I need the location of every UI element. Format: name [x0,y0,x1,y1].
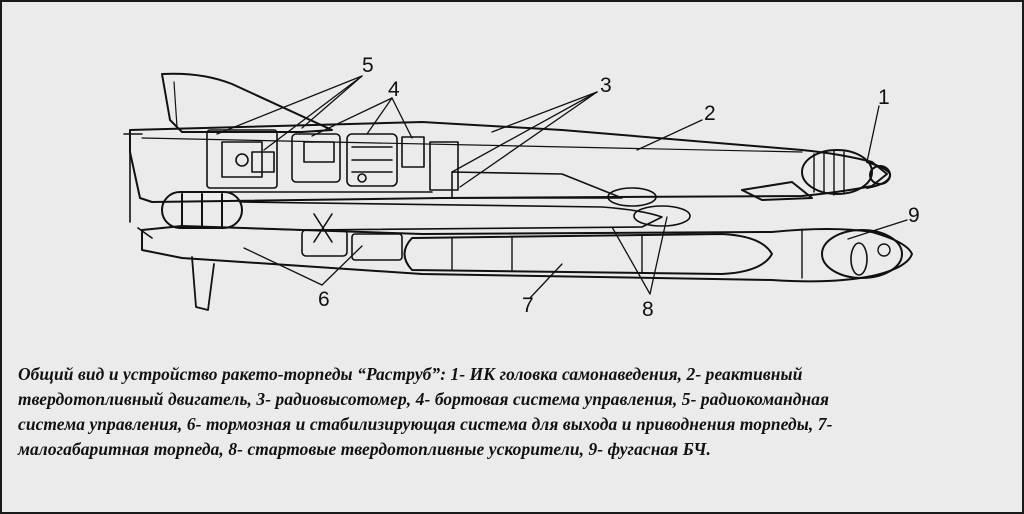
missile-spine-line [141,137,803,153]
warhead-nose [801,229,903,279]
callout-8: 8 [642,298,654,321]
braking-stabilising-unit [301,213,403,261]
lower-body [141,225,913,283]
callout-9: 9 [908,204,920,227]
leader-lines [216,75,908,299]
tail-fin-upper [161,72,333,133]
tail-end [123,129,153,239]
equipment-bay [206,129,459,193]
callout-3: 3 [600,74,612,97]
mid-wing [451,171,623,199]
callout-2: 2 [704,102,716,125]
callout-1: 1 [878,86,890,109]
tail-cylinder [161,191,243,229]
callout-5: 5 [362,54,374,77]
connector-tube [241,201,663,231]
figure-caption: Общий вид и устройство ракето-торпеды “Р… [18,364,833,459]
callout-4: 4 [388,78,400,101]
callout-7: 7 [522,294,534,317]
tail-fin-upper-inner [173,81,178,128]
ventral-fin [191,256,215,311]
booster-motors [607,187,691,227]
callout-6: 6 [318,288,330,311]
ir-seeker-head [801,149,892,196]
small-torpedo [403,233,773,275]
forward-fin [741,181,813,201]
missile-body-upper [129,121,888,203]
missile-torpedo-diagram: 1 2 3 4 5 6 7 8 9 [123,54,920,321]
